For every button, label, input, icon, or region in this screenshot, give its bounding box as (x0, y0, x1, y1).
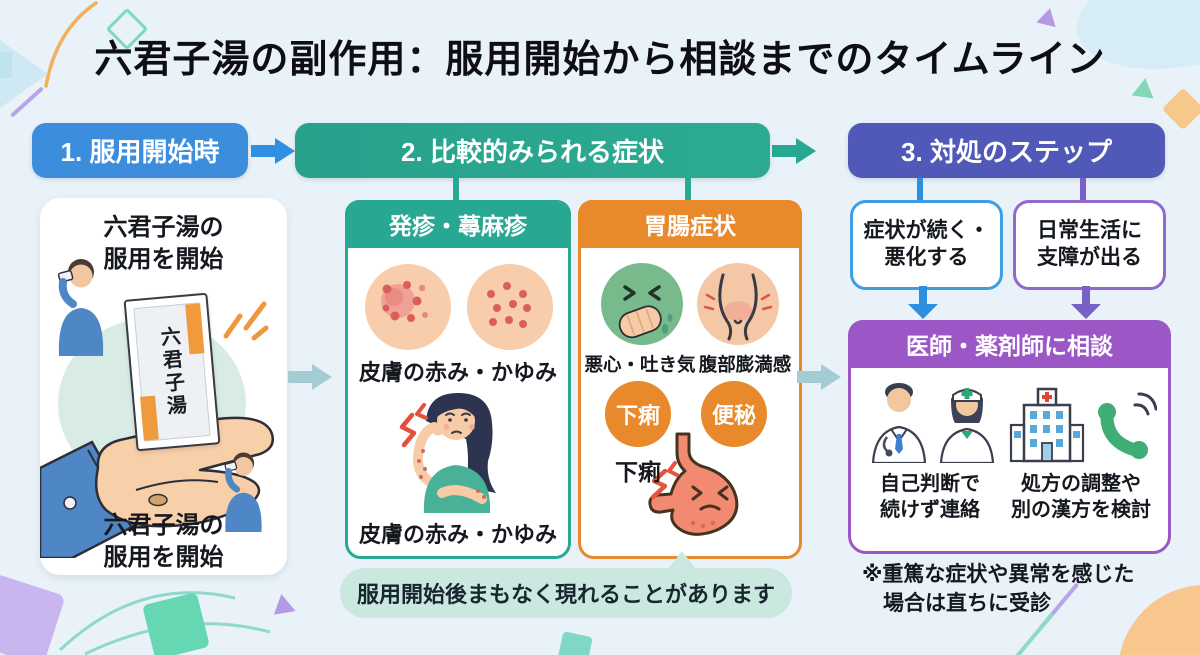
decor-square-teal-bottom-middle (557, 631, 593, 655)
condition-box-persist: 症状が続く・ 悪化する (850, 200, 1003, 290)
decor-curve-top-left (44, 1, 98, 88)
consult-card-title: 医師・薬剤師に相談 (848, 320, 1171, 368)
decor-blob-left (0, 40, 48, 108)
decor-diamond-orange-top-right (1161, 87, 1200, 131)
rash-card: 発疹・蕁麻疹 皮膚の赤み・かゆみ (345, 200, 571, 559)
person-drinking-icon (57, 259, 104, 356)
arrow-step1-to-step2 (251, 138, 295, 164)
rash-card-title: 発疹・蕁麻疹 (345, 200, 571, 248)
condition-box-daily-life: 日常生活に 支障が出る (1013, 200, 1166, 290)
gi-card: 胃腸症状 悪心・吐き気 腹部膨満感 下痢 便秘 下痢 (578, 200, 802, 559)
step1-label: 1. 服用開始時 (60, 137, 220, 167)
arrow-start-to-symptoms (288, 364, 332, 390)
connector-step2-gi (685, 178, 691, 201)
phone-icon (1098, 392, 1157, 459)
diarrhea-badge: 下痢 (605, 381, 671, 447)
packet-label: 六君子湯 (156, 325, 187, 419)
start-card-illustration: 六君子湯 (40, 198, 287, 575)
consult-card: 医師・薬剤師に相談 (848, 320, 1171, 554)
step3-header: 3. 対処のステップ (848, 123, 1165, 178)
nausea-icon (601, 263, 683, 345)
woman-scratching-icon (399, 393, 496, 513)
connector-step2-rash (453, 178, 459, 201)
consult-caption-right: 処方の調整や 別の漢方を検討 (1011, 473, 1151, 521)
sparkle-marks-icon (223, 301, 269, 341)
note-tail (668, 551, 696, 569)
consult-caption-left: 自己判断で 続けず連絡 (880, 473, 980, 521)
start-card-footer: 六君子湯の 服用を開始 (103, 512, 224, 571)
start-card: 六君子湯の 服用を開始 六君子湯 (40, 198, 287, 575)
doctor-icon (871, 383, 927, 463)
decor-triangle-purple-top-right (1036, 5, 1060, 28)
arrow-step2-to-step3 (772, 138, 816, 164)
stomach-pain-icon (648, 432, 739, 536)
bloating-label: 腹部膨満感 (698, 354, 792, 375)
diarrhea-caption: 下痢 (615, 459, 661, 485)
skin-rash-patch-icon (365, 264, 451, 350)
gi-card-title: 胃腸症状 (578, 200, 802, 248)
start-card-heading: 六君子湯の 服用を開始 (103, 214, 224, 273)
footnote: ※重篤な症状や異常を感じた 場合は直ちに受診 (862, 563, 1135, 616)
skin-rash-dots-icon (467, 264, 553, 350)
person-drinking-small-icon (224, 452, 262, 532)
decor-triangle-purple-bottom (270, 592, 296, 615)
condition-box-persist-label: 症状が続く・ 悪化する (863, 219, 990, 269)
nausea-label: 悪心・吐き気 (584, 354, 696, 375)
step3-label: 3. 対処のステップ (901, 137, 1112, 167)
onset-note: 服用開始後まもなく現れることがあります (340, 568, 792, 618)
bloating-icon (697, 263, 779, 345)
arrow-down-purple (1069, 286, 1103, 320)
hospital-icon (1009, 387, 1085, 463)
condition-box-daily-life-label: 日常生活に 支障が出る (1037, 219, 1142, 269)
medicine-packet: 六君子湯 (123, 292, 221, 452)
decor-line-teal-bottom-right (1013, 612, 1055, 655)
step1-header: 1. 服用開始時 (32, 123, 248, 178)
arrow-symptoms-to-action (797, 364, 841, 390)
arrow-down-blue (906, 286, 940, 320)
rash-caption-top: 皮膚の赤み・かゆみ (358, 360, 557, 385)
step2-header: 2. 比較的みられる症状 (295, 123, 770, 178)
nurse-icon (939, 388, 995, 463)
connector-step3-right (1080, 178, 1086, 201)
page-title: 六君子湯の副作用：服用開始から相談までのタイムライン (94, 39, 1106, 81)
constipation-badge: 便秘 (701, 381, 767, 447)
rash-caption-bottom: 皮膚の赤み・かゆみ (358, 522, 557, 547)
connector-step3-left (917, 178, 923, 201)
decor-square-blue-left-edge (0, 52, 12, 78)
step2-label: 2. 比較的みられる症状 (401, 137, 664, 167)
